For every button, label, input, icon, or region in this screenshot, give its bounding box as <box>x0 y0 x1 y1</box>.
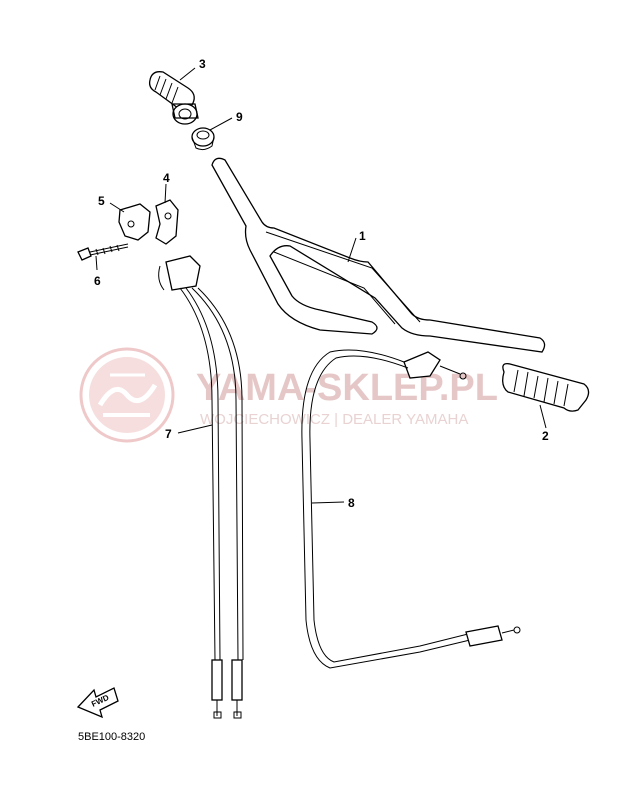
part-3-throttle-grip[interactable] <box>148 71 199 125</box>
callout-7: 7 <box>165 427 172 441</box>
callout-3: 3 <box>199 57 206 71</box>
part-6-screw[interactable] <box>77 243 129 261</box>
callout-5: 5 <box>98 194 105 208</box>
watermark-subtitle: WOJCIECHOWICZ | DEALER YAMAHA <box>200 411 468 428</box>
diagram-code: 5BE100-8320 <box>78 731 145 743</box>
part-4-clamp-lower[interactable] <box>155 199 179 245</box>
fwd-arrow-icon: FWD <box>76 687 119 719</box>
callout-4: 4 <box>163 171 170 185</box>
part-7-throttle-cable[interactable] <box>158 255 244 719</box>
leader-lines <box>95 67 547 504</box>
part-1-handlebar[interactable] <box>211 157 546 353</box>
callout-numbers: 1 2 3 4 5 6 7 8 9 <box>94 57 549 510</box>
yamaha-tuning-fork-icon <box>79 347 175 443</box>
callout-6: 6 <box>94 274 101 288</box>
watermark-title: YAMA-SKLEP.PL <box>196 367 498 409</box>
callout-2: 2 <box>542 429 549 443</box>
callout-8: 8 <box>348 496 355 510</box>
part-2-left-grip[interactable] <box>502 363 590 412</box>
part-5-clamp-upper[interactable] <box>118 203 151 241</box>
part-9-collar[interactable] <box>191 127 215 151</box>
callout-1: 1 <box>359 229 366 243</box>
callout-9: 9 <box>236 110 243 124</box>
part-8-clutch-cable[interactable] <box>301 349 521 669</box>
watermark: YAMA-SKLEP.PL WOJCIECHOWICZ | DEALER YAM… <box>79 347 498 443</box>
